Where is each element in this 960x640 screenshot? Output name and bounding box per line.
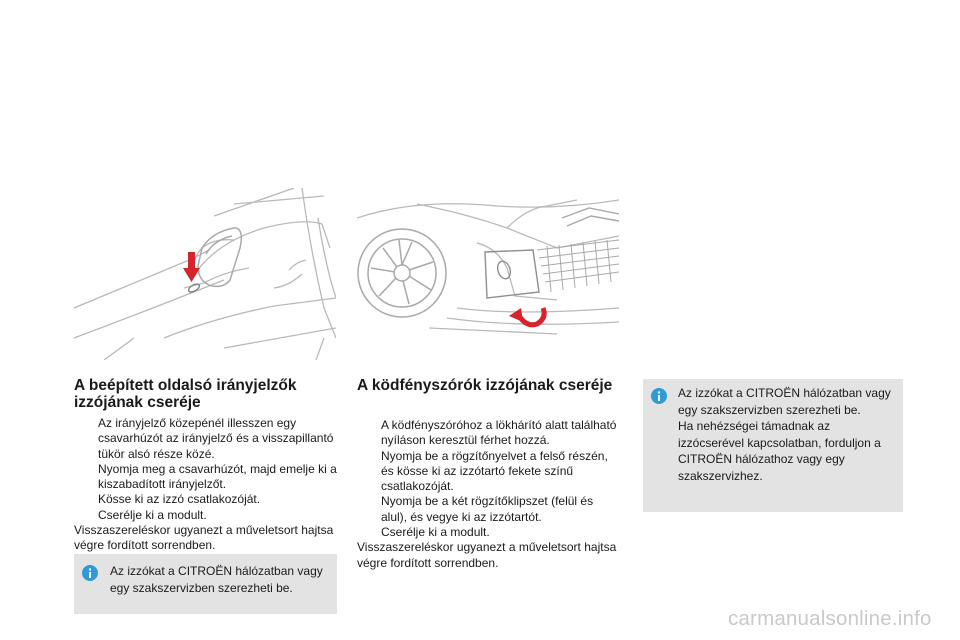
closing-text: Visszaszereléskor ugyanezt a műveletsort… xyxy=(357,540,617,570)
fog-lamp-illustration xyxy=(357,188,619,338)
fog-lamp-steps: A ködfényszóróhoz a lökhárító alatt talá… xyxy=(357,418,619,571)
section-title-side-indicator: A beépített oldalsó irányjelzők izzójána… xyxy=(74,377,297,411)
step-text: Cserélje ki a modult. xyxy=(381,525,490,540)
step-text: A ködfényszóróhoz a lökhárító alatt talá… xyxy=(381,418,617,448)
section-title-fog-lamp: A ködfényszórók izzójának cseréje xyxy=(357,377,613,394)
step-item: Cserélje ki a modult. xyxy=(74,508,338,523)
info-line: Az izzókat a CITROËN hálózatban vagy egy… xyxy=(678,386,891,417)
side-indicator-steps: Az irányjelző közepénél illesszen egy cs… xyxy=(74,416,338,554)
info-text: Az izzókat a CITROËN hálózatban vagy egy… xyxy=(110,564,323,595)
step-item: A ködfényszóróhoz a lökhárító alatt talá… xyxy=(357,418,619,449)
step-text: Az irányjelző közepénél illesszen egy cs… xyxy=(98,416,334,461)
info-icon xyxy=(651,388,667,404)
info-box-right: Az izzókat a CITROËN hálózatban vagy egy… xyxy=(643,379,903,512)
red-arrow-down-icon xyxy=(183,252,200,282)
step-text: Nyomja be a két rögzítőklipszet (felül é… xyxy=(381,494,594,524)
step-text: Nyomja be a rögzítőnyelvet a felső részé… xyxy=(381,448,608,494)
step-item: Kösse ki az izzó csatlakozóját. xyxy=(74,492,338,507)
mirror-illustration xyxy=(74,188,336,360)
step-item: Nyomja be a rögzítőnyelvet a felső részé… xyxy=(357,449,619,495)
step-item: Nyomja be a két rögzítőklipszet (felül é… xyxy=(357,494,619,525)
red-rotate-arrow-icon xyxy=(509,307,547,328)
info-line: Ha nehézségei támadnak az izzócserével k… xyxy=(678,419,881,483)
info-box-left: Az izzókat a CITROËN hálózatban vagy egy… xyxy=(74,554,337,614)
step-text: Nyomja meg a csavarhúzót, majd emelje ki… xyxy=(98,461,337,492)
closing-text: Visszaszereléskor ugyanezt a műveletsort… xyxy=(74,523,334,553)
bumper-drawing xyxy=(357,199,619,335)
step-item: Az irányjelző közepénél illesszen egy cs… xyxy=(74,416,338,462)
step-item: Nyomja meg a csavarhúzót, majd emelje ki… xyxy=(74,462,338,493)
step-item: Cserélje ki a modult. xyxy=(357,525,619,540)
info-text: Az izzókat a CITROËN hálózatban vagy egy… xyxy=(678,385,894,484)
step-text: Cserélje ki a modult. xyxy=(98,507,207,522)
watermark: carmanualsonline.info xyxy=(728,607,932,630)
step-text: Kösse ki az izzó csatlakozóját. xyxy=(98,492,261,507)
info-icon xyxy=(82,565,98,581)
mirror-drawing xyxy=(74,188,336,360)
